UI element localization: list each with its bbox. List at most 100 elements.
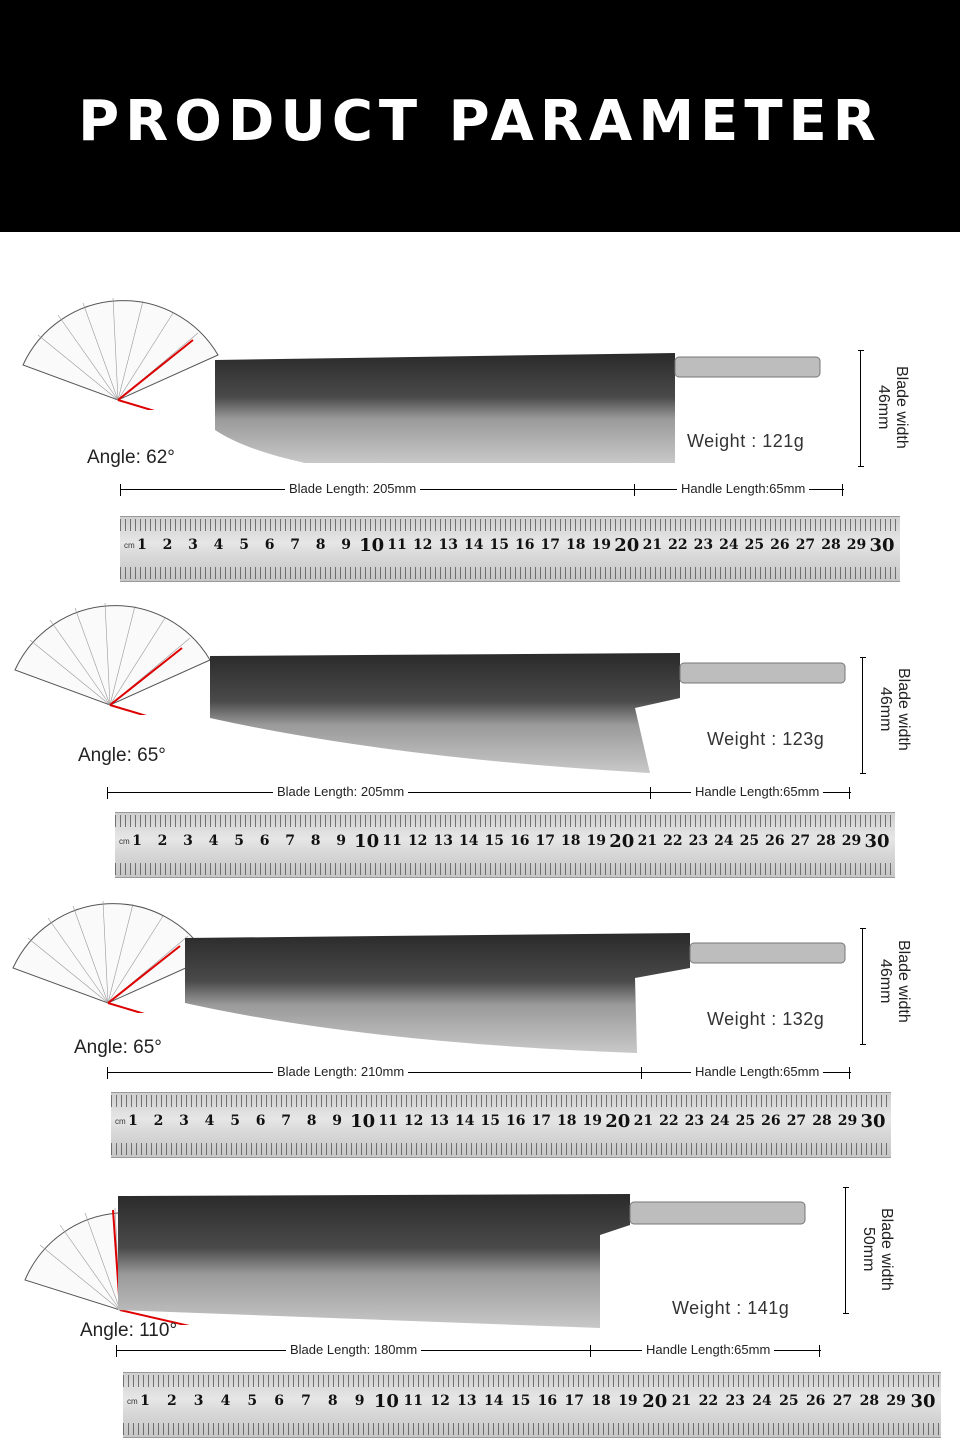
ruler-number: 4 <box>204 1113 215 1129</box>
ruler-number: 7 <box>301 1393 311 1409</box>
blade-width-bracket <box>858 350 864 467</box>
ruler-number: 27 <box>832 1393 853 1409</box>
ruler-number: 29 <box>837 1113 858 1129</box>
ruler-number: 19 <box>582 1113 603 1129</box>
ruler-number: 28 <box>859 1393 880 1409</box>
blade-length-label: Blade Length: 210mm <box>273 1064 409 1079</box>
ruler-number: 3 <box>183 833 193 849</box>
ruler-number: 12 <box>430 1393 450 1409</box>
ruler-number: 22 <box>663 833 683 849</box>
ruler-number: 26 <box>765 833 785 849</box>
blade-width-value: 46mm <box>875 384 892 430</box>
ruler-number: 26 <box>805 1393 826 1409</box>
handle-length-label: Handle Length:65mm <box>677 481 810 496</box>
ruler-number: 5 <box>239 537 249 553</box>
ruler-number: 8 <box>327 1393 338 1409</box>
ruler-number: 7 <box>290 537 300 553</box>
protractor-icon <box>14 602 211 715</box>
ruler-unit-label: cm <box>115 1117 126 1126</box>
length-dimension: Blade Length: 210mm Handle Length:65mm <box>107 1064 851 1079</box>
ruler-ticks-top <box>111 1095 891 1107</box>
ruler-number: 8 <box>315 537 326 553</box>
ruler-number: 21 <box>633 1113 654 1129</box>
ruler-number: 14 <box>454 1113 475 1129</box>
ruler-number: 30 <box>910 1391 936 1412</box>
angle-label: Angle: 65° <box>74 1037 162 1058</box>
ruler-number: 9 <box>354 1393 365 1409</box>
ruler-number: 12 <box>407 833 428 849</box>
ruler-number: 3 <box>193 1393 204 1409</box>
ruler-number: 11 <box>387 537 407 553</box>
ruler-number: 10 <box>359 535 385 556</box>
ruler-number: 17 <box>535 833 556 849</box>
ruler-number: 30 <box>869 535 895 556</box>
handle-length-label: Handle Length:65mm <box>691 1064 824 1079</box>
ruler-number: 20 <box>605 1111 631 1132</box>
ruler-number: 24 <box>714 833 734 849</box>
ruler-number: 18 <box>591 1393 611 1409</box>
length-dimension: Blade Length: 180mm Handle Length:65mm <box>116 1342 821 1357</box>
ruler-number: 6 <box>274 1393 284 1409</box>
blade-width-value: 46mm <box>877 959 894 1004</box>
ruler-number: 13 <box>457 1393 477 1409</box>
blade-width-bracket <box>843 1187 849 1314</box>
ruler-number: 13 <box>438 537 458 553</box>
ruler-number: 26 <box>761 1113 781 1129</box>
ruler-number: 3 <box>188 537 198 553</box>
ruler-number: 6 <box>259 833 270 849</box>
blade-width-text: Blade width 46mm <box>876 934 912 1029</box>
ruler-number: 16 <box>506 1113 526 1129</box>
ruler-number: 6 <box>264 537 275 553</box>
ruler-number: 8 <box>306 1113 317 1129</box>
ruler-number: 29 <box>841 833 862 849</box>
weight-label: Weight : 121g <box>687 431 805 451</box>
weight-label: Weight : 123g <box>707 729 825 749</box>
ruler-number: 21 <box>637 833 658 849</box>
ruler-number: 12 <box>403 1113 424 1129</box>
ruler-number: 17 <box>564 1393 584 1409</box>
blade-width-text: Blade width 50mm <box>859 1199 895 1299</box>
knife-blade-image <box>185 933 846 1053</box>
ruler-number: 21 <box>642 537 663 553</box>
page-title: PRODUCT PARAMETER <box>78 88 882 154</box>
ruler-number: 20 <box>614 535 640 556</box>
blade-width-value: 50mm <box>860 1226 877 1272</box>
ruler-ticks-top <box>115 815 895 827</box>
weight-label: Weight : 141g <box>672 1298 790 1318</box>
ruler-number: 10 <box>350 1111 376 1132</box>
ruler-ticks-bottom <box>120 567 900 579</box>
ruler-number: 15 <box>480 1113 500 1129</box>
ruler-number: 22 <box>659 1113 679 1129</box>
ruler-number: 13 <box>429 1113 449 1129</box>
ruler-ticks-bottom <box>111 1143 891 1155</box>
ruler-number: 11 <box>382 833 402 849</box>
ruler-number: 27 <box>795 537 816 553</box>
ruler-number: 9 <box>341 537 351 553</box>
ruler-number: 23 <box>693 537 714 553</box>
ruler-number: 4 <box>213 537 224 553</box>
blade-width-label: Blade width <box>895 668 912 751</box>
product-card-2: Angle: 65° Weight : 123g Blade width 46m… <box>0 590 960 890</box>
ruler-unit-label: cm <box>124 541 135 550</box>
ruler-number: 3 <box>179 1113 189 1129</box>
ruler-number: 23 <box>725 1393 745 1409</box>
blade-length-label: Blade Length: 205mm <box>273 784 409 799</box>
ruler-number: 13 <box>433 833 453 849</box>
ruler-number: 2 <box>153 1113 164 1129</box>
ruler-number: 16 <box>537 1393 558 1409</box>
ruler-number: 5 <box>234 833 244 849</box>
ruler-number: 2 <box>166 1393 177 1409</box>
ruler-number: 25 <box>744 537 765 553</box>
ruler-number: 4 <box>220 1393 231 1409</box>
ruler-number: 12 <box>412 537 433 553</box>
blade-width-label: Blade width <box>893 365 910 449</box>
ruler-number: 16 <box>510 833 530 849</box>
blade-width-text: Blade width 46mm <box>874 362 910 452</box>
handle-length-label: Handle Length:65mm <box>691 784 824 799</box>
ruler-unit-label: cm <box>127 1397 138 1406</box>
ruler-number: 28 <box>812 1113 832 1129</box>
ruler-number: 7 <box>281 1113 291 1129</box>
